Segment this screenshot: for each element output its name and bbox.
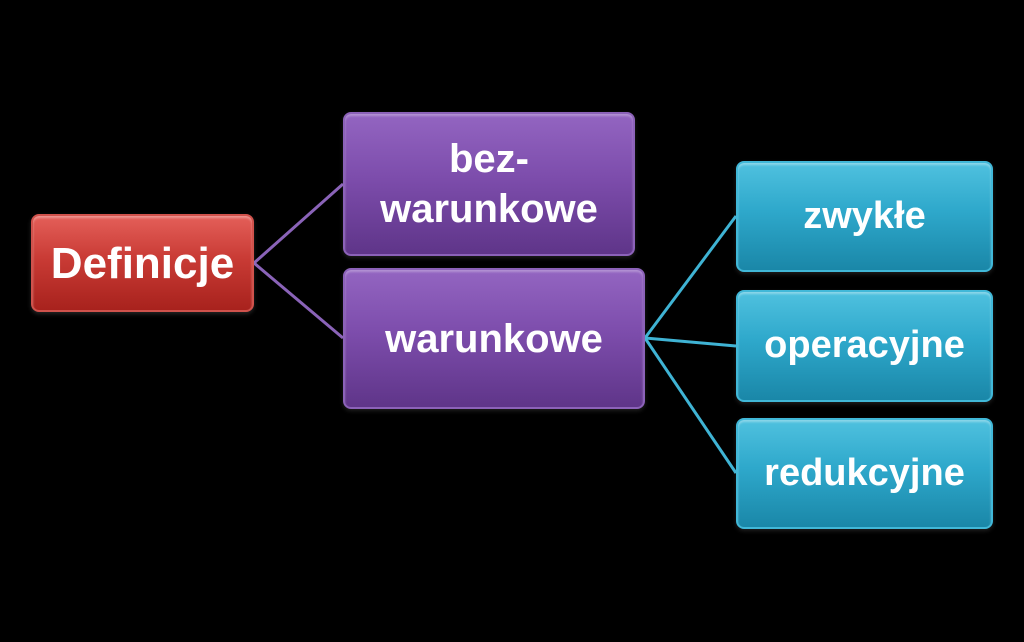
connector-warunkowe-operacyjne [644,336,737,348]
node-warunkowe-label: warunkowe [385,316,603,361]
node-bezwarunkowe-line-2: warunkowe [380,187,598,231]
connector-warunkowe-redukcyjne [643,337,738,474]
node-definicje: Definicje [31,214,254,312]
node-bezwarunkowe: bez- warunkowe [343,112,635,256]
connector-definicje-bezwarunkowe [253,182,344,265]
connector-definicje-warunkowe [253,261,344,340]
node-bezwarunkowe-label: bez- warunkowe [380,134,598,234]
node-definicje-label: Definicje [50,238,235,288]
connector-warunkowe-zwykle [643,215,738,339]
node-operacyjne-label: operacyjne [764,324,965,367]
node-redukcyjne-label: redukcyjne [764,451,965,494]
node-redukcyjne: redukcyjne [736,418,993,529]
node-operacyjne: operacyjne [736,290,993,402]
node-zwykle: zwykłe [736,161,993,272]
node-zwykle-label: zwykłe [803,194,926,237]
node-bezwarunkowe-line-1: bez- [449,137,529,181]
node-warunkowe: warunkowe [343,268,645,409]
